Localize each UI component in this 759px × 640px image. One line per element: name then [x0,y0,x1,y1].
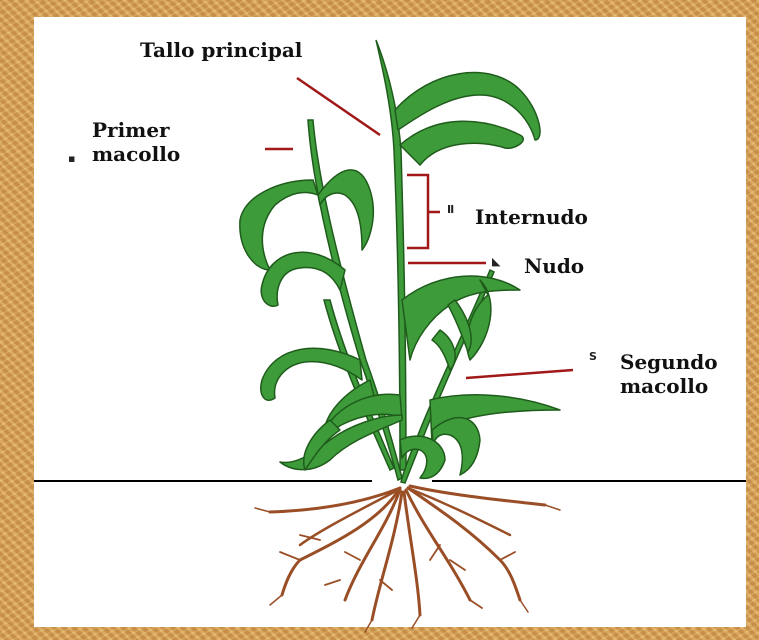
marker-second-tiller: S [589,352,597,362]
internode-bracket [407,175,440,248]
label-node: Nudo [524,254,584,278]
label-first-tiller: Primer macollo [92,118,180,166]
roots [255,486,560,632]
second-tiller-pointer [466,370,573,378]
marker-first-tiller: ▪ [68,154,75,164]
label-second-tiller: Segundo macollo [620,350,718,398]
marker-internode: Ⅱ [447,205,454,215]
label-internode: Internudo [475,205,588,229]
label-main-stem: Tallo principal [140,38,302,62]
marker-node: ◣ [492,257,500,267]
